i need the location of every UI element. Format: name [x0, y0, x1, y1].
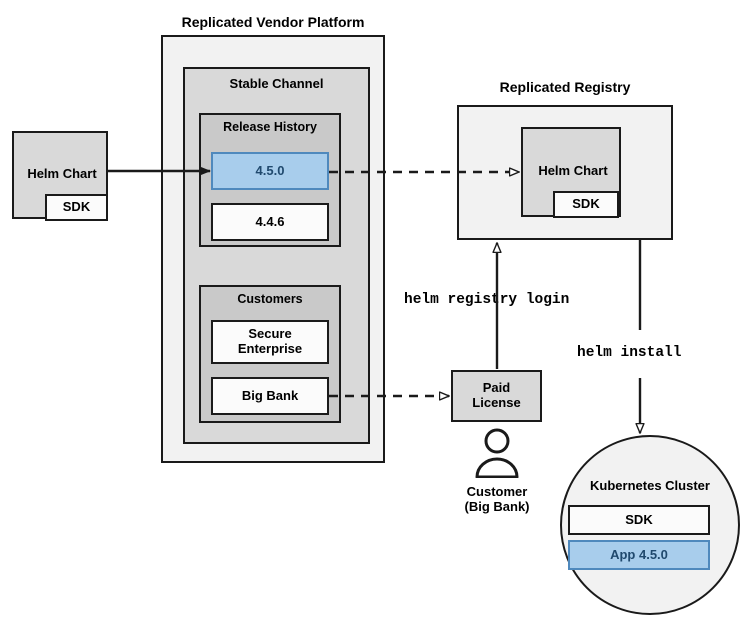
- customer-big-bank[interactable]: Big Bank: [211, 377, 329, 415]
- helm-chart-source-sdk[interactable]: SDK: [45, 194, 108, 221]
- helm-chart-registry-label: Helm Chart: [538, 162, 608, 178]
- customer-person-icon: [471, 428, 523, 479]
- customer-caption: Customer (Big Bank): [464, 484, 530, 515]
- customer-secure-enterprise[interactable]: Secure Enterprise: [211, 320, 329, 364]
- helm-chart-registry-sdk[interactable]: SDK: [553, 191, 619, 218]
- release-version-current[interactable]: 4.5.0: [211, 152, 329, 190]
- cluster-sdk-box[interactable]: SDK: [568, 505, 710, 535]
- stable-channel-label: Stable Channel: [229, 76, 324, 91]
- helm-chart-source-label: Helm Chart: [27, 165, 97, 181]
- cmd-helm-registry-login: helm registry login: [404, 292, 570, 308]
- customers-label: Customers: [237, 292, 303, 306]
- cluster-app-box[interactable]: App 4.5.0: [568, 540, 710, 570]
- release-history-label: Release History: [223, 120, 317, 134]
- release-version-previous[interactable]: 4.4.6: [211, 203, 329, 241]
- kubernetes-cluster-label: Kubernetes Cluster: [590, 478, 710, 493]
- registry-title: Replicated Registry: [499, 79, 631, 95]
- cmd-helm-install: helm install: [577, 345, 682, 361]
- platform-title: Replicated Vendor Platform: [181, 14, 365, 30]
- paid-license-box[interactable]: Paid License: [451, 370, 542, 422]
